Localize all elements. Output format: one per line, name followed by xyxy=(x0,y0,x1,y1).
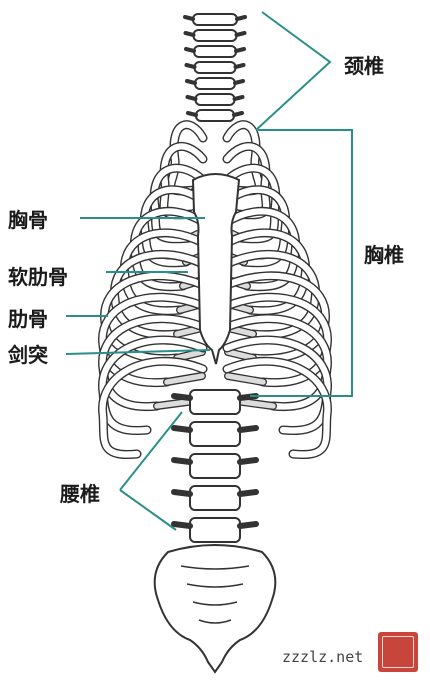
vertebra-lumbar xyxy=(189,517,241,543)
rib-body xyxy=(99,358,207,458)
vertebra-cervical xyxy=(193,45,237,58)
transverse-process xyxy=(184,47,246,53)
rib-body xyxy=(223,336,331,434)
rib-body xyxy=(223,315,331,410)
transverse-process xyxy=(171,457,259,465)
rib-body xyxy=(99,336,207,434)
sacral-ridge xyxy=(180,565,250,570)
rib-body xyxy=(223,294,331,386)
label-xiphoid: 剑突 xyxy=(8,343,48,367)
transverse-process xyxy=(171,425,259,433)
vertebra-cervical xyxy=(192,29,238,42)
vertebra-cervical xyxy=(194,77,236,90)
costal-cartilage xyxy=(174,349,205,361)
vertebral-column xyxy=(171,13,259,543)
label-thoracic: 胸椎 xyxy=(364,243,404,267)
leader-line xyxy=(119,411,183,531)
sacral-ridge xyxy=(192,601,238,606)
transverse-process xyxy=(171,489,259,497)
vertebra-cervical xyxy=(194,93,236,106)
vertebra-lumbar xyxy=(189,453,241,479)
transverse-process xyxy=(171,521,259,529)
rib-body xyxy=(141,186,207,266)
watermark-stamp xyxy=(378,632,418,672)
costal-cartilage xyxy=(164,373,205,385)
vertebra-cervical xyxy=(193,61,237,74)
rib-body xyxy=(223,186,289,266)
sacrum-pelvis xyxy=(153,544,277,674)
sacral-ridge xyxy=(186,583,244,588)
label-sternum: 胸骨 xyxy=(8,208,48,232)
vertebra-cervical xyxy=(195,109,235,122)
rib-body xyxy=(223,229,309,314)
rib-body xyxy=(223,251,319,338)
sternum-shape xyxy=(191,173,241,365)
label-rib: 肋骨 xyxy=(8,307,48,331)
label-costal-cartilage: 软肋骨 xyxy=(8,265,68,289)
transverse-process xyxy=(185,95,245,101)
vertebra-cervical xyxy=(192,13,238,26)
rib-body xyxy=(223,358,331,458)
costal-cartilage xyxy=(225,349,256,361)
sacrum-shape xyxy=(153,544,277,674)
rib-body xyxy=(99,294,207,386)
transverse-process xyxy=(184,63,246,69)
transverse-process xyxy=(186,111,244,117)
vertebra-lumbar xyxy=(189,421,241,447)
transverse-process xyxy=(183,15,247,21)
transverse-process xyxy=(183,31,247,37)
label-lumbar: 腰椎 xyxy=(60,482,100,506)
leader-lines xyxy=(65,11,353,531)
leader-line xyxy=(250,129,353,397)
leader-line xyxy=(65,349,211,355)
costal-cartilage xyxy=(225,373,266,385)
transverse-process xyxy=(185,79,245,85)
rib-body xyxy=(111,251,207,338)
sacral-ridge xyxy=(198,619,232,624)
leader-line xyxy=(255,11,332,131)
watermark-text: zzzlz.net xyxy=(282,648,364,666)
rib-body xyxy=(99,315,207,410)
sternum-bone xyxy=(191,173,241,365)
rib-body xyxy=(121,229,207,314)
label-cervical: 颈椎 xyxy=(344,54,384,78)
vertebra-lumbar xyxy=(189,485,241,511)
vertebra-lumbar xyxy=(189,389,241,415)
